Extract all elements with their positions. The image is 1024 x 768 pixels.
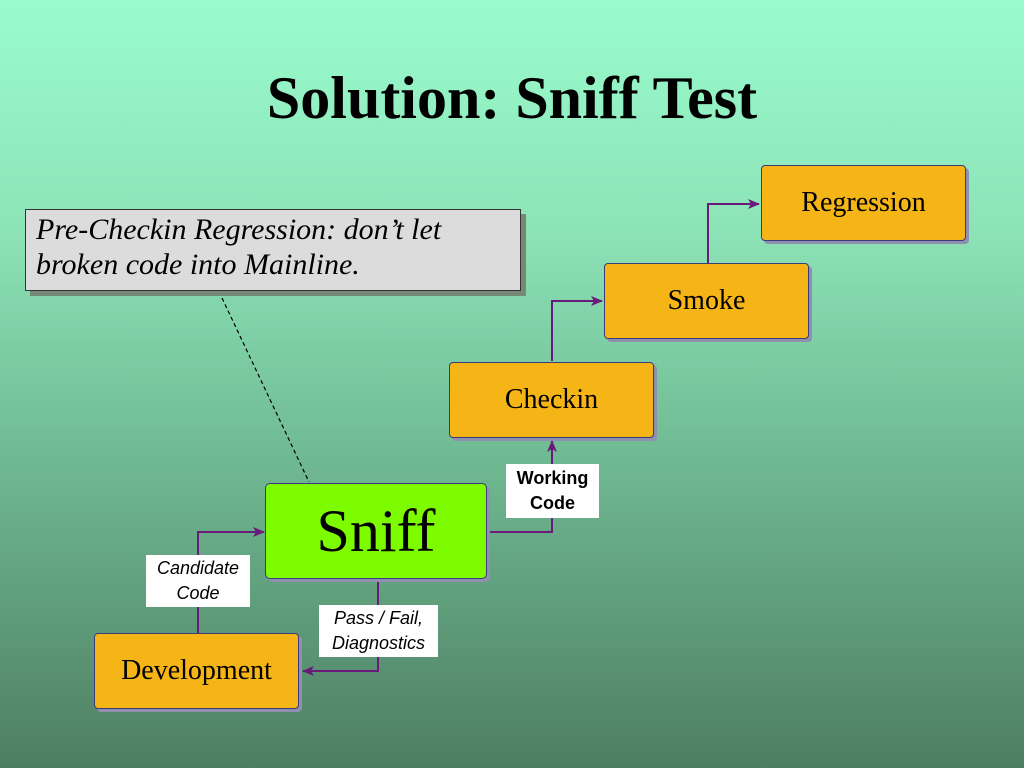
node-checkin: Checkin [449,362,654,438]
label-pass-fail-line-1: Pass / Fail, [333,608,424,628]
slide-title: Solution: Sniff Test [266,65,758,131]
callout-note: Pre-Checkin Regression: don’t let broken… [25,209,521,291]
label-pass-fail: Pass / Fail, Diagnostics [319,605,438,657]
arrow-checkin-to-smoke [551,296,603,361]
label-working-code-line-2: Code [530,493,575,513]
node-regression: Regression [761,165,966,241]
label-candidate-code: Candidate Code [146,555,250,607]
label-candidate-code-line-2: Code [176,583,220,603]
arrow-smoke-to-regression [707,199,760,264]
node-smoke: Smoke [604,263,809,339]
node-development: Development [94,633,299,709]
label-working-code-line-1: Working [516,468,589,488]
label-pass-fail-line-2: Diagnostics [331,633,426,653]
node-sniff: Sniff [265,483,487,579]
callout-pointer-line [221,297,310,483]
label-candidate-code-line-1: Candidate [156,558,240,578]
label-working-code: Working Code [506,464,599,518]
